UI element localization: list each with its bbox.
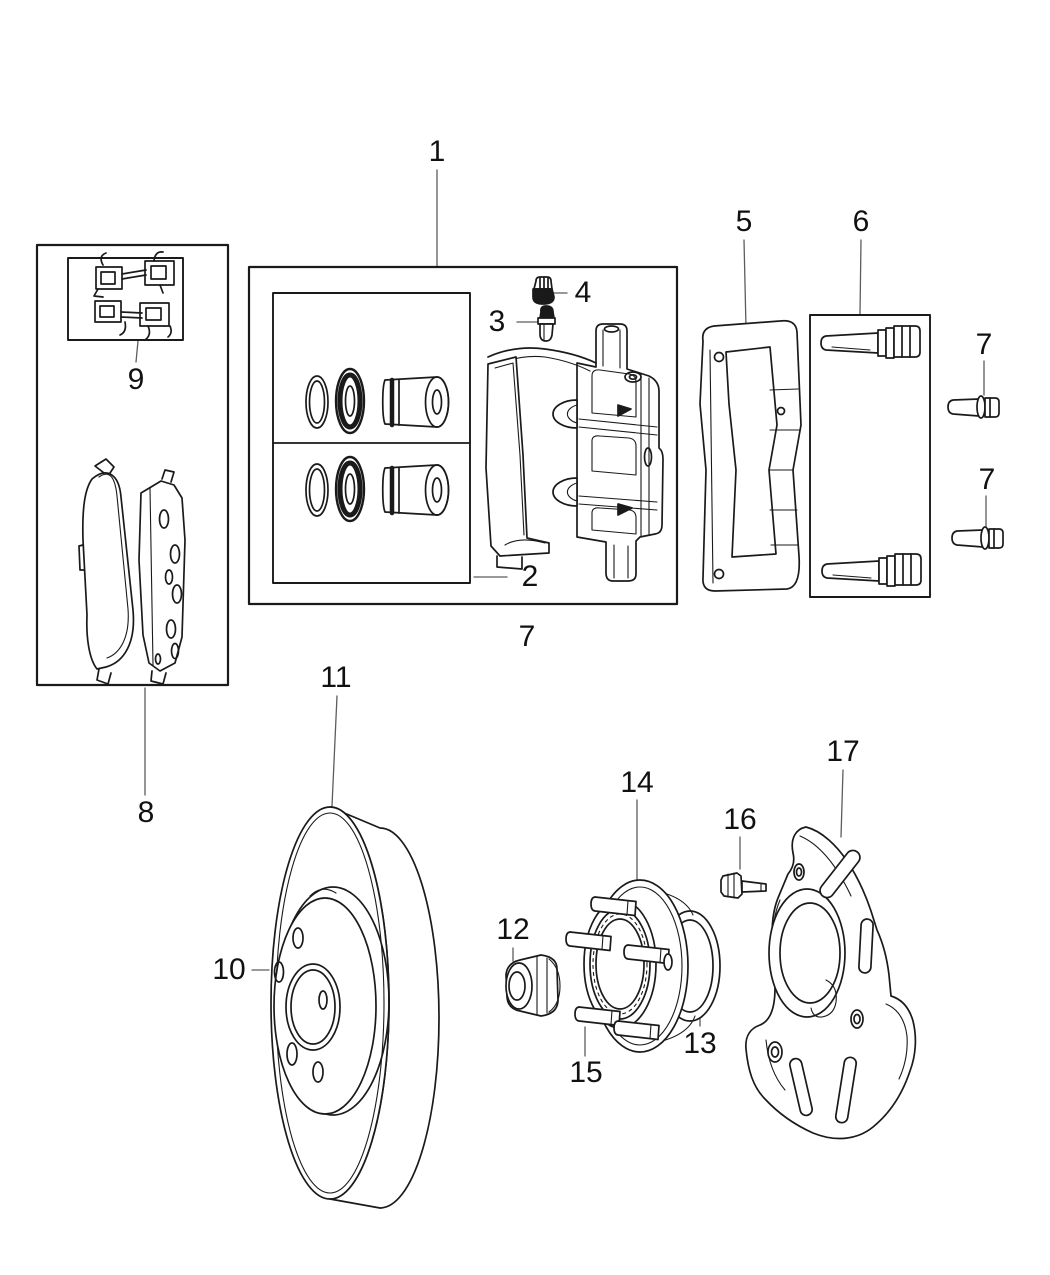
callout-14: 14 [620,766,654,799]
callout-7-caliper: 7 [518,620,536,653]
callout-15: 15 [569,1056,603,1089]
rotor-lug-hole [292,927,304,949]
callout-7-upper-bolt: 7 [975,328,993,361]
callout-6: 6 [852,205,870,238]
callout-3: 3 [488,305,506,338]
brake-rotor [270,806,440,1209]
piston-seal-kit-row2 [305,455,450,523]
callout-17: 17 [826,735,860,768]
guide-pin-box [809,314,931,598]
hub-and-bearing [565,879,721,1053]
brake-pad-outer [138,469,186,685]
callout-5: 5 [735,205,753,238]
shield-bolt [720,872,767,899]
callout-13: 13 [683,1027,717,1060]
hub-nut [505,954,561,1017]
mounting-bolt-lower [951,526,1004,550]
callout-8: 8 [137,796,155,829]
seal-kit-box [272,292,471,584]
callout-11: 11 [320,661,352,694]
mounting-bolt-upper [947,395,1000,419]
bleeder-screw [537,305,556,342]
callout-12: 12 [496,913,530,946]
abutment-clips [93,251,175,341]
callout-10: 10 [212,953,246,986]
pad-kit-box [35,243,230,687]
guide-pin-upper [820,325,921,359]
callout-9: 9 [127,363,145,396]
callout-4: 4 [574,276,592,309]
callout-16: 16 [723,803,757,836]
brake-caliper [485,323,664,582]
caliper-adapter [699,319,802,592]
brake-pad-inner [78,458,135,685]
caliper-kit-box [247,265,679,606]
guide-pin-lower [821,553,922,587]
bleeder-screw-cap [532,276,555,305]
piston-seal-kit-row1 [305,367,450,435]
splash-shield [745,826,917,1140]
clip-kit-box [67,257,184,341]
callout-7-lower-bolt: 7 [978,463,996,496]
callout-2: 2 [521,560,539,593]
callout-1: 1 [428,135,446,168]
